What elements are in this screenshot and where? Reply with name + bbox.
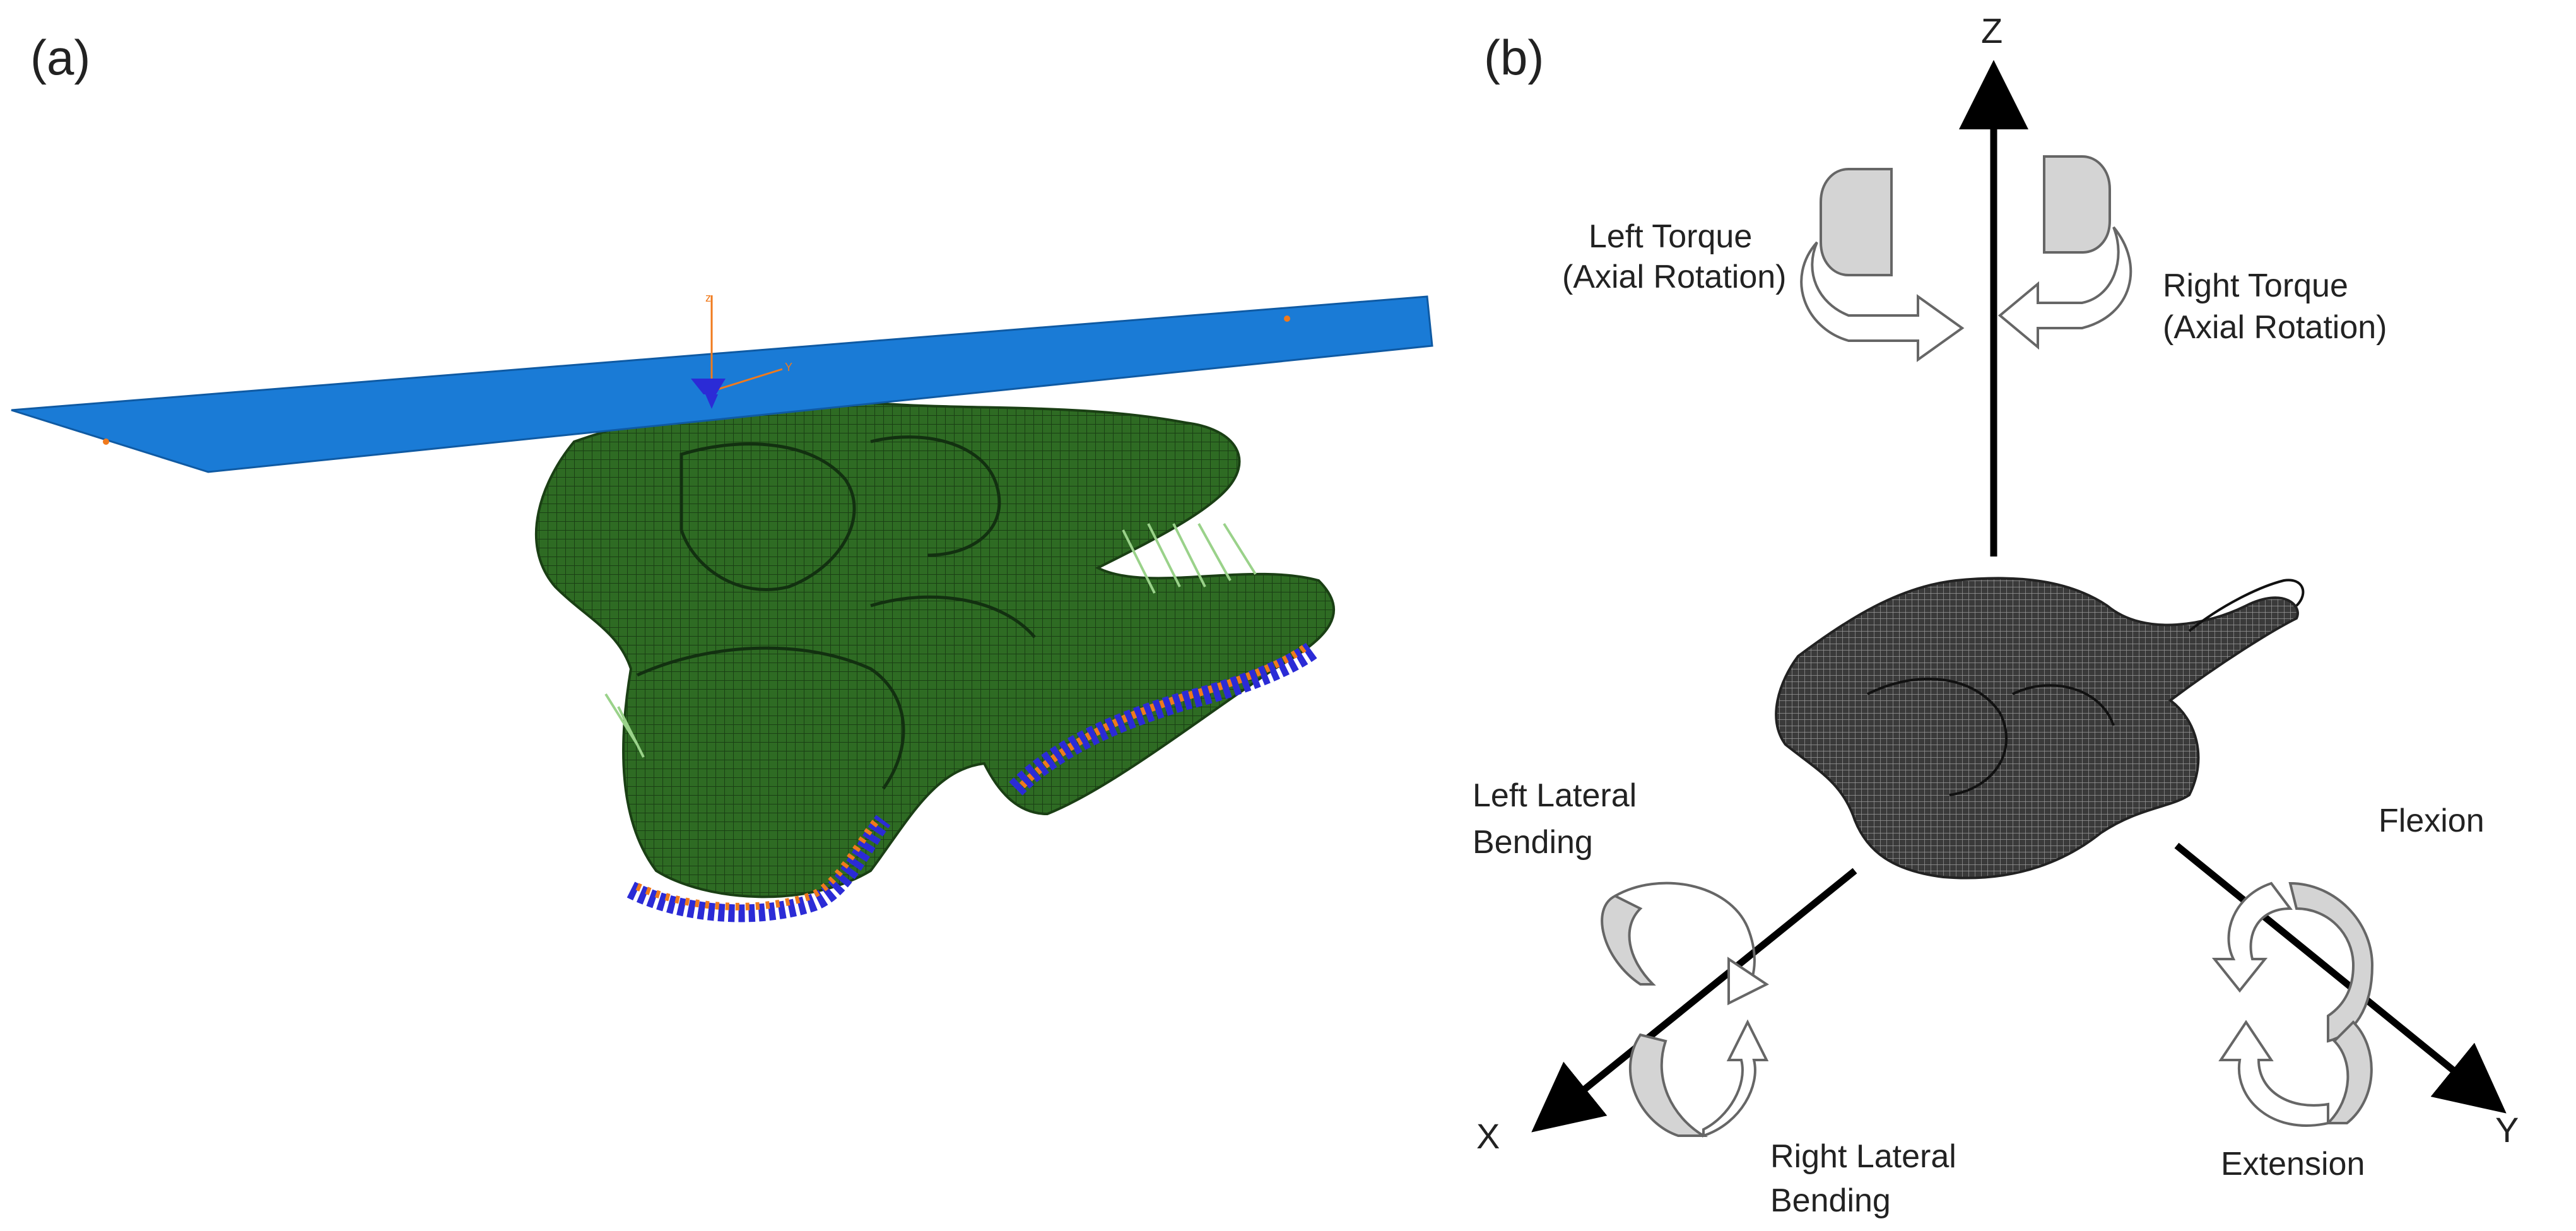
panel-b-label: (b)	[1484, 30, 1544, 85]
panel-a: (a) z Y	[11, 30, 1433, 922]
boundary-constraints-right	[1009, 642, 1318, 796]
y-axis-arrow	[2174, 842, 2507, 1114]
boundary-constraints-bottom	[626, 815, 891, 922]
left-torque-label: Left Torque (Axial Rotation)	[1562, 218, 1786, 295]
left-torque-arrow-icon	[1800, 168, 1965, 362]
svg-text:Y: Y	[785, 361, 792, 374]
z-axis-label: Z	[1981, 11, 2003, 50]
svg-text:z: z	[705, 292, 711, 304]
svg-text:Right Lateral: Right Lateral	[1770, 1138, 1956, 1175]
vertebra-mesh-gray	[1775, 577, 2305, 880]
left-lateral-bending-label: Left Lateral Bending	[1473, 777, 1637, 861]
svg-text:(Axial Rotation): (Axial Rotation)	[2163, 309, 2387, 346]
plate-marker	[1284, 315, 1290, 322]
svg-text:Right Torque: Right Torque	[2163, 268, 2348, 304]
flexion-label: Flexion	[2379, 803, 2485, 839]
x-axis-arrow	[1531, 868, 1857, 1133]
right-torque-label: Right Torque (Axial Rotation)	[2163, 268, 2387, 346]
svg-text:(Axial Rotation): (Axial Rotation)	[1562, 259, 1786, 295]
extension-label: Extension	[2221, 1146, 2365, 1182]
panel-b: (b) Z X Y	[1473, 11, 2519, 1219]
left-lateral-bending-arrow-icon	[1601, 881, 1769, 1138]
svg-text:Left Lateral: Left Lateral	[1473, 777, 1637, 814]
svg-text:Bending: Bending	[1473, 824, 1593, 861]
reference-triad-icon: z Y	[691, 292, 792, 409]
y-axis-label: Y	[2495, 1110, 2519, 1150]
svg-text:Left Torque: Left Torque	[1589, 218, 1752, 255]
flexion-extension-arrow-icon	[2211, 881, 2374, 1127]
panel-a-label: (a)	[30, 30, 90, 85]
x-axis-label: X	[1476, 1116, 1500, 1156]
vertebra-mesh-green	[534, 400, 1336, 898]
plate-marker	[103, 439, 109, 445]
svg-text:Bending: Bending	[1770, 1182, 1891, 1219]
right-lateral-bending-label: Right Lateral Bending	[1770, 1138, 1956, 1219]
right-torque-arrow-icon	[1997, 155, 2132, 350]
